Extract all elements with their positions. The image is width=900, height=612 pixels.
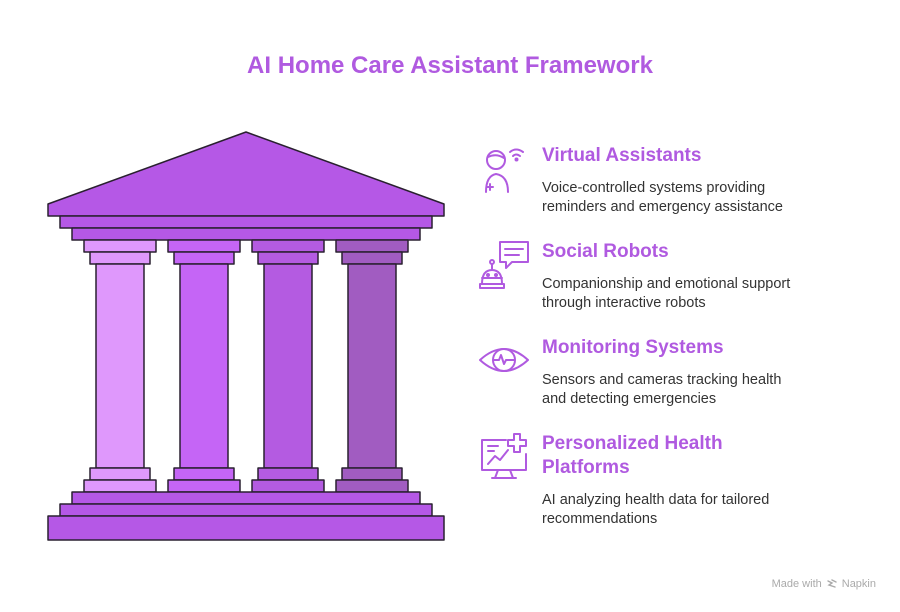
- item-heading: Virtual Assistants: [542, 145, 702, 166]
- temple-cornice-1: [59, 215, 433, 229]
- item-description: Companionship and emotional support thro…: [542, 276, 791, 311]
- item-heading: Personalized Health Platforms: [542, 433, 723, 478]
- item-description: Sensors and cameras tracking health and …: [542, 372, 782, 407]
- pillar-4: [335, 239, 409, 493]
- napkin-brand-label: Napkin: [841, 578, 876, 590]
- robot-chat-icon: [479, 241, 529, 289]
- item-heading: Social Robots: [542, 241, 669, 262]
- temple-roof: [47, 131, 445, 217]
- item-heading: Monitoring Systems: [542, 337, 724, 358]
- eye-heartbeat-icon: [479, 348, 529, 372]
- person-wifi-icon: [485, 148, 524, 193]
- chart-medical-icon: [481, 433, 527, 479]
- pillar-2: [167, 239, 241, 493]
- napkin-logo-icon: [827, 579, 837, 588]
- temple-base-3: [47, 515, 445, 541]
- temple-illustration: [47, 131, 445, 541]
- pillar-1: [83, 239, 157, 493]
- made-with-label: Made with: [771, 578, 822, 590]
- page-title: AI Home Care Assistant Framework: [247, 52, 653, 79]
- temple-base-2: [59, 503, 433, 517]
- made-with-napkin-footer: Made with Napkin: [772, 578, 876, 590]
- temple-cornice-2: [71, 227, 421, 241]
- temple-base-1: [71, 491, 421, 505]
- item-description: Voice-controlled systems providing remin…: [542, 180, 783, 215]
- pillar-3: [251, 239, 325, 493]
- item-description: AI analyzing health data for tailored re…: [542, 492, 770, 527]
